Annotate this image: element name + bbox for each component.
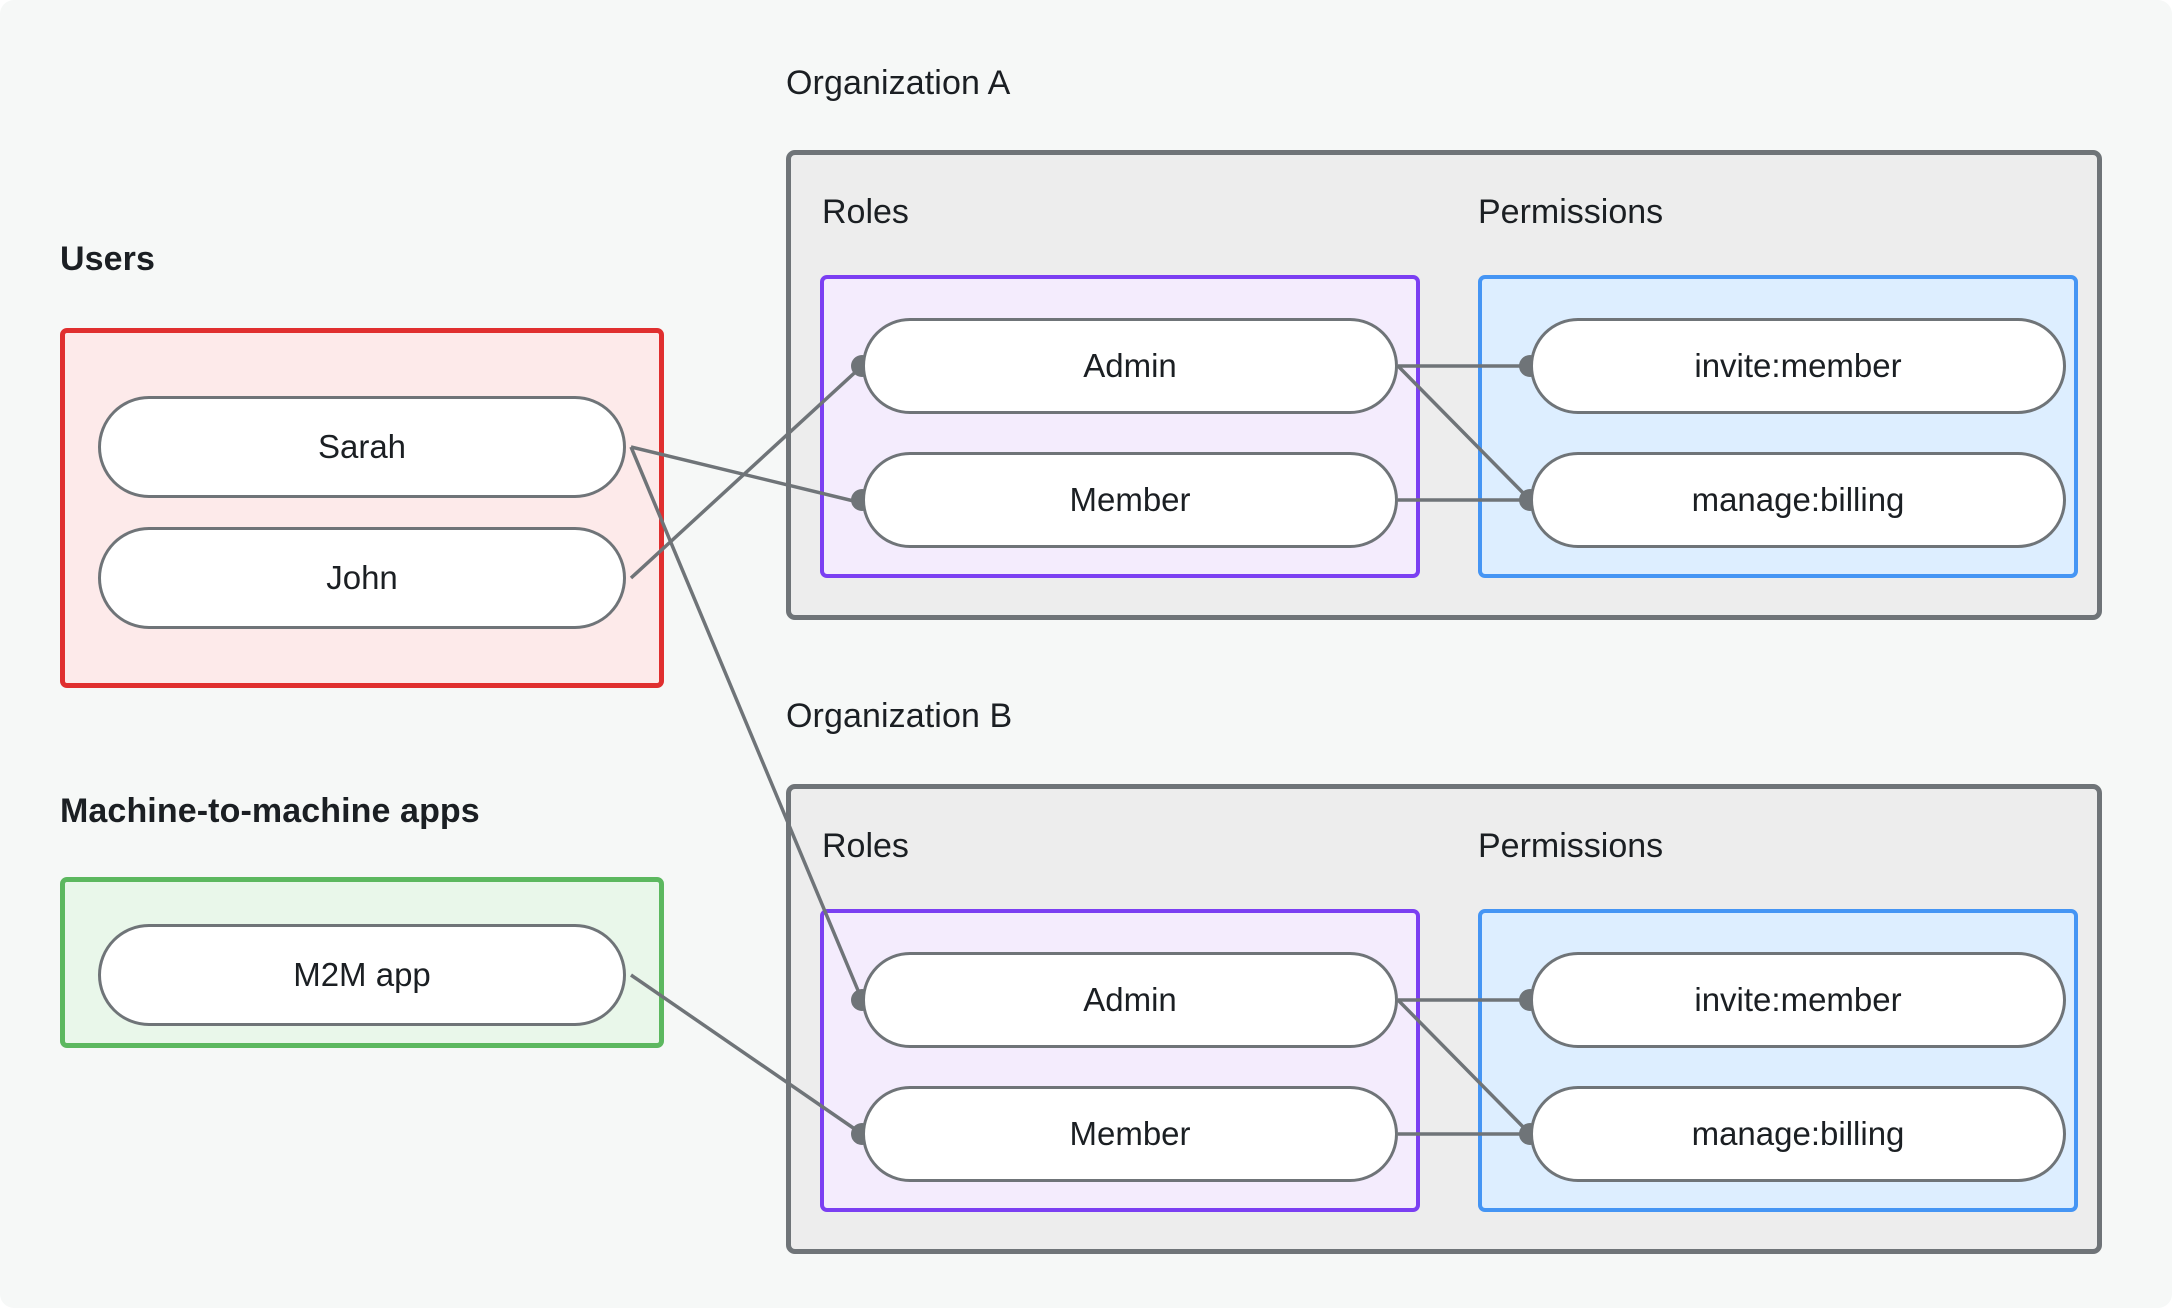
org-b-permission-manage-billing-label: manage:billing [1691,1115,1905,1152]
org-a-roles-label: Roles [822,193,909,231]
org-a-permission-invite-member[interactable]: invite:member [1530,318,2066,414]
org-a-role-admin-label: Admin [1083,347,1177,384]
org-b-permission-invite-member-label: invite:member [1694,981,1902,1018]
m2m-node-app-label: M2M app [293,956,431,993]
org-a-permissions-label: Permissions [1478,193,1664,231]
org-a-permission-manage-billing[interactable]: manage:billing [1530,452,2066,548]
org-b-permission-manage-billing[interactable]: manage:billing [1530,1086,2066,1182]
users-container [60,328,664,688]
org-b-permissions-label: Permissions [1478,827,1664,865]
org-b-role-member-label: Member [1069,1115,1191,1152]
org-b-permission-invite-member[interactable]: invite:member [1530,952,2066,1048]
org-a-role-member-label: Member [1069,481,1191,518]
org-b-role-admin-label: Admin [1083,981,1177,1018]
org-a-title: Organization A [786,64,1011,102]
org-a-role-admin[interactable]: Admin [862,318,1398,414]
org-b-roles-label: Roles [822,827,909,865]
org-a-role-member[interactable]: Member [862,452,1398,548]
org-a-permission-manage-billing-label: manage:billing [1691,481,1905,518]
m2m-group-title: Machine-to-machine apps [60,792,480,830]
m2m-node-app[interactable]: M2M app [98,924,626,1026]
org-b-role-member[interactable]: Member [862,1086,1398,1182]
org-a-permission-invite-member-label: invite:member [1694,347,1902,384]
org-b-role-admin[interactable]: Admin [862,952,1398,1048]
org-b-title: Organization B [786,697,1013,735]
users-group-title: Users [60,240,156,278]
user-node-john[interactable]: John [98,527,626,629]
user-node-sarah-label: Sarah [317,428,407,465]
user-node-sarah[interactable]: Sarah [98,396,626,498]
user-node-john-label: John [326,559,398,596]
